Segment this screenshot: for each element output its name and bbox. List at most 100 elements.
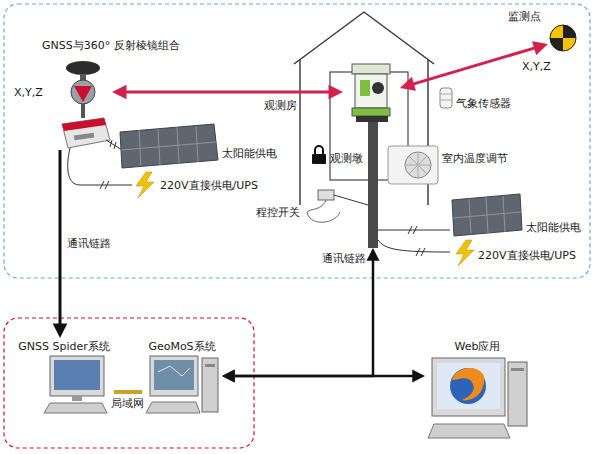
connector-line bbox=[114, 390, 142, 394]
connector-line bbox=[126, 91, 330, 94]
node-text: X,Y,Z bbox=[522, 60, 551, 73]
site-region bbox=[4, 4, 590, 278]
computer-icon bbox=[508, 362, 527, 426]
arrow-head bbox=[532, 41, 548, 55]
observation-house bbox=[294, 12, 434, 205]
arrow-head bbox=[222, 370, 235, 383]
diagram-node: 监测点X,Y,Z bbox=[548, 24, 578, 52]
connector-line bbox=[413, 48, 535, 84]
gnss-receiver bbox=[62, 118, 110, 148]
annotation-label: 太阳能供电 bbox=[526, 221, 581, 234]
total-station bbox=[372, 82, 384, 94]
solar-panel bbox=[120, 124, 218, 168]
node-title: GNSS与360° 反射棱镜组合 bbox=[42, 39, 180, 52]
remote-switch bbox=[307, 190, 368, 222]
total-station bbox=[355, 74, 387, 108]
lock-symbol bbox=[315, 146, 323, 154]
lightning-symbol bbox=[456, 240, 474, 266]
computer-icon bbox=[158, 366, 190, 376]
edge-label: 通讯链路 bbox=[67, 237, 111, 250]
computer-icon bbox=[428, 424, 510, 438]
prism-target bbox=[550, 25, 576, 51]
power-wire bbox=[100, 181, 109, 189]
computer-icon bbox=[452, 368, 484, 400]
edge-label: 通讯链路 bbox=[322, 252, 366, 265]
computer-icon bbox=[450, 368, 486, 404]
gnss-antenna bbox=[71, 80, 95, 104]
weather-sensor bbox=[440, 88, 452, 108]
power-wire bbox=[408, 226, 417, 234]
computer-icon bbox=[202, 358, 218, 412]
solar-panel bbox=[452, 194, 522, 236]
total-station bbox=[352, 108, 390, 116]
diagram-node: GNSS Spider系统 bbox=[14, 338, 114, 415]
connector bbox=[222, 248, 380, 383]
gnss-antenna bbox=[81, 104, 85, 118]
arrow-head bbox=[329, 85, 344, 100]
arrow-head bbox=[412, 370, 425, 383]
computer-icon bbox=[146, 402, 200, 413]
weather-sensor bbox=[440, 88, 452, 108]
computer-icon bbox=[432, 358, 505, 416]
gnss-antenna bbox=[66, 61, 100, 118]
remote-switch bbox=[307, 200, 340, 222]
solar-panel bbox=[121, 126, 216, 166]
air-conditioner bbox=[405, 152, 431, 178]
air-conditioner bbox=[388, 146, 438, 184]
site-region bbox=[4, 4, 590, 278]
power-wire bbox=[416, 248, 425, 256]
node-title: Web应用 bbox=[455, 340, 501, 353]
annotation-label: 室内温度调节 bbox=[442, 152, 508, 165]
connector bbox=[114, 392, 142, 393]
diagram-node: GNSS与360° 反射棱镜组合X,Y,Z bbox=[55, 60, 112, 150]
annotation-label: 220V直接供电/UPS bbox=[160, 179, 258, 192]
remote-switch bbox=[318, 190, 334, 200]
pier bbox=[368, 122, 378, 248]
node-title: GeoMoS系统 bbox=[148, 340, 215, 353]
computer-icon bbox=[44, 403, 107, 413]
edge-label: 局域网 bbox=[111, 397, 144, 410]
gnss-receiver bbox=[74, 133, 95, 141]
total-station bbox=[352, 64, 390, 122]
computer-icon bbox=[44, 356, 107, 413]
computer-icon bbox=[205, 364, 215, 367]
diagram-node: Web应用 bbox=[425, 338, 530, 442]
total-station bbox=[352, 64, 390, 74]
air-conditioner bbox=[388, 146, 438, 184]
total-station bbox=[356, 116, 388, 122]
arrow-head bbox=[112, 85, 127, 100]
annotation-label: 太阳能供电 bbox=[222, 147, 277, 160]
annotation-label: 气象传感器 bbox=[456, 97, 511, 110]
lightning-symbol bbox=[136, 172, 154, 198]
arrow-head bbox=[222, 370, 235, 383]
node-title: GNSS Spider系统 bbox=[18, 340, 110, 353]
node-title: 观测墩 bbox=[330, 152, 363, 165]
computer-icon bbox=[54, 360, 100, 390]
remote-switch bbox=[334, 195, 368, 205]
power-wire bbox=[110, 140, 116, 149]
total-station bbox=[360, 80, 370, 96]
connector-line bbox=[234, 375, 414, 378]
gnss-receiver bbox=[62, 118, 110, 148]
office-region bbox=[4, 318, 254, 448]
gnss-receiver bbox=[62, 118, 106, 131]
lock-symbol bbox=[312, 146, 326, 164]
gnss-antenna bbox=[80, 74, 86, 80]
lock-symbol bbox=[312, 154, 326, 164]
office-region bbox=[4, 318, 254, 448]
gnss-antenna bbox=[74, 86, 92, 102]
diagram-node: GeoMoS系统 bbox=[142, 338, 222, 415]
observation-house bbox=[294, 12, 434, 64]
lightning-symbol bbox=[456, 240, 474, 266]
connector bbox=[53, 150, 68, 338]
power-wire bbox=[378, 230, 450, 231]
power-wire bbox=[106, 140, 122, 150]
node-title: 观测房 bbox=[264, 99, 297, 112]
pier bbox=[368, 122, 378, 248]
computer-icon bbox=[154, 360, 194, 390]
node-text: X,Y,Z bbox=[14, 86, 43, 99]
annotation-label: 220V直接供电/UPS bbox=[478, 249, 576, 262]
